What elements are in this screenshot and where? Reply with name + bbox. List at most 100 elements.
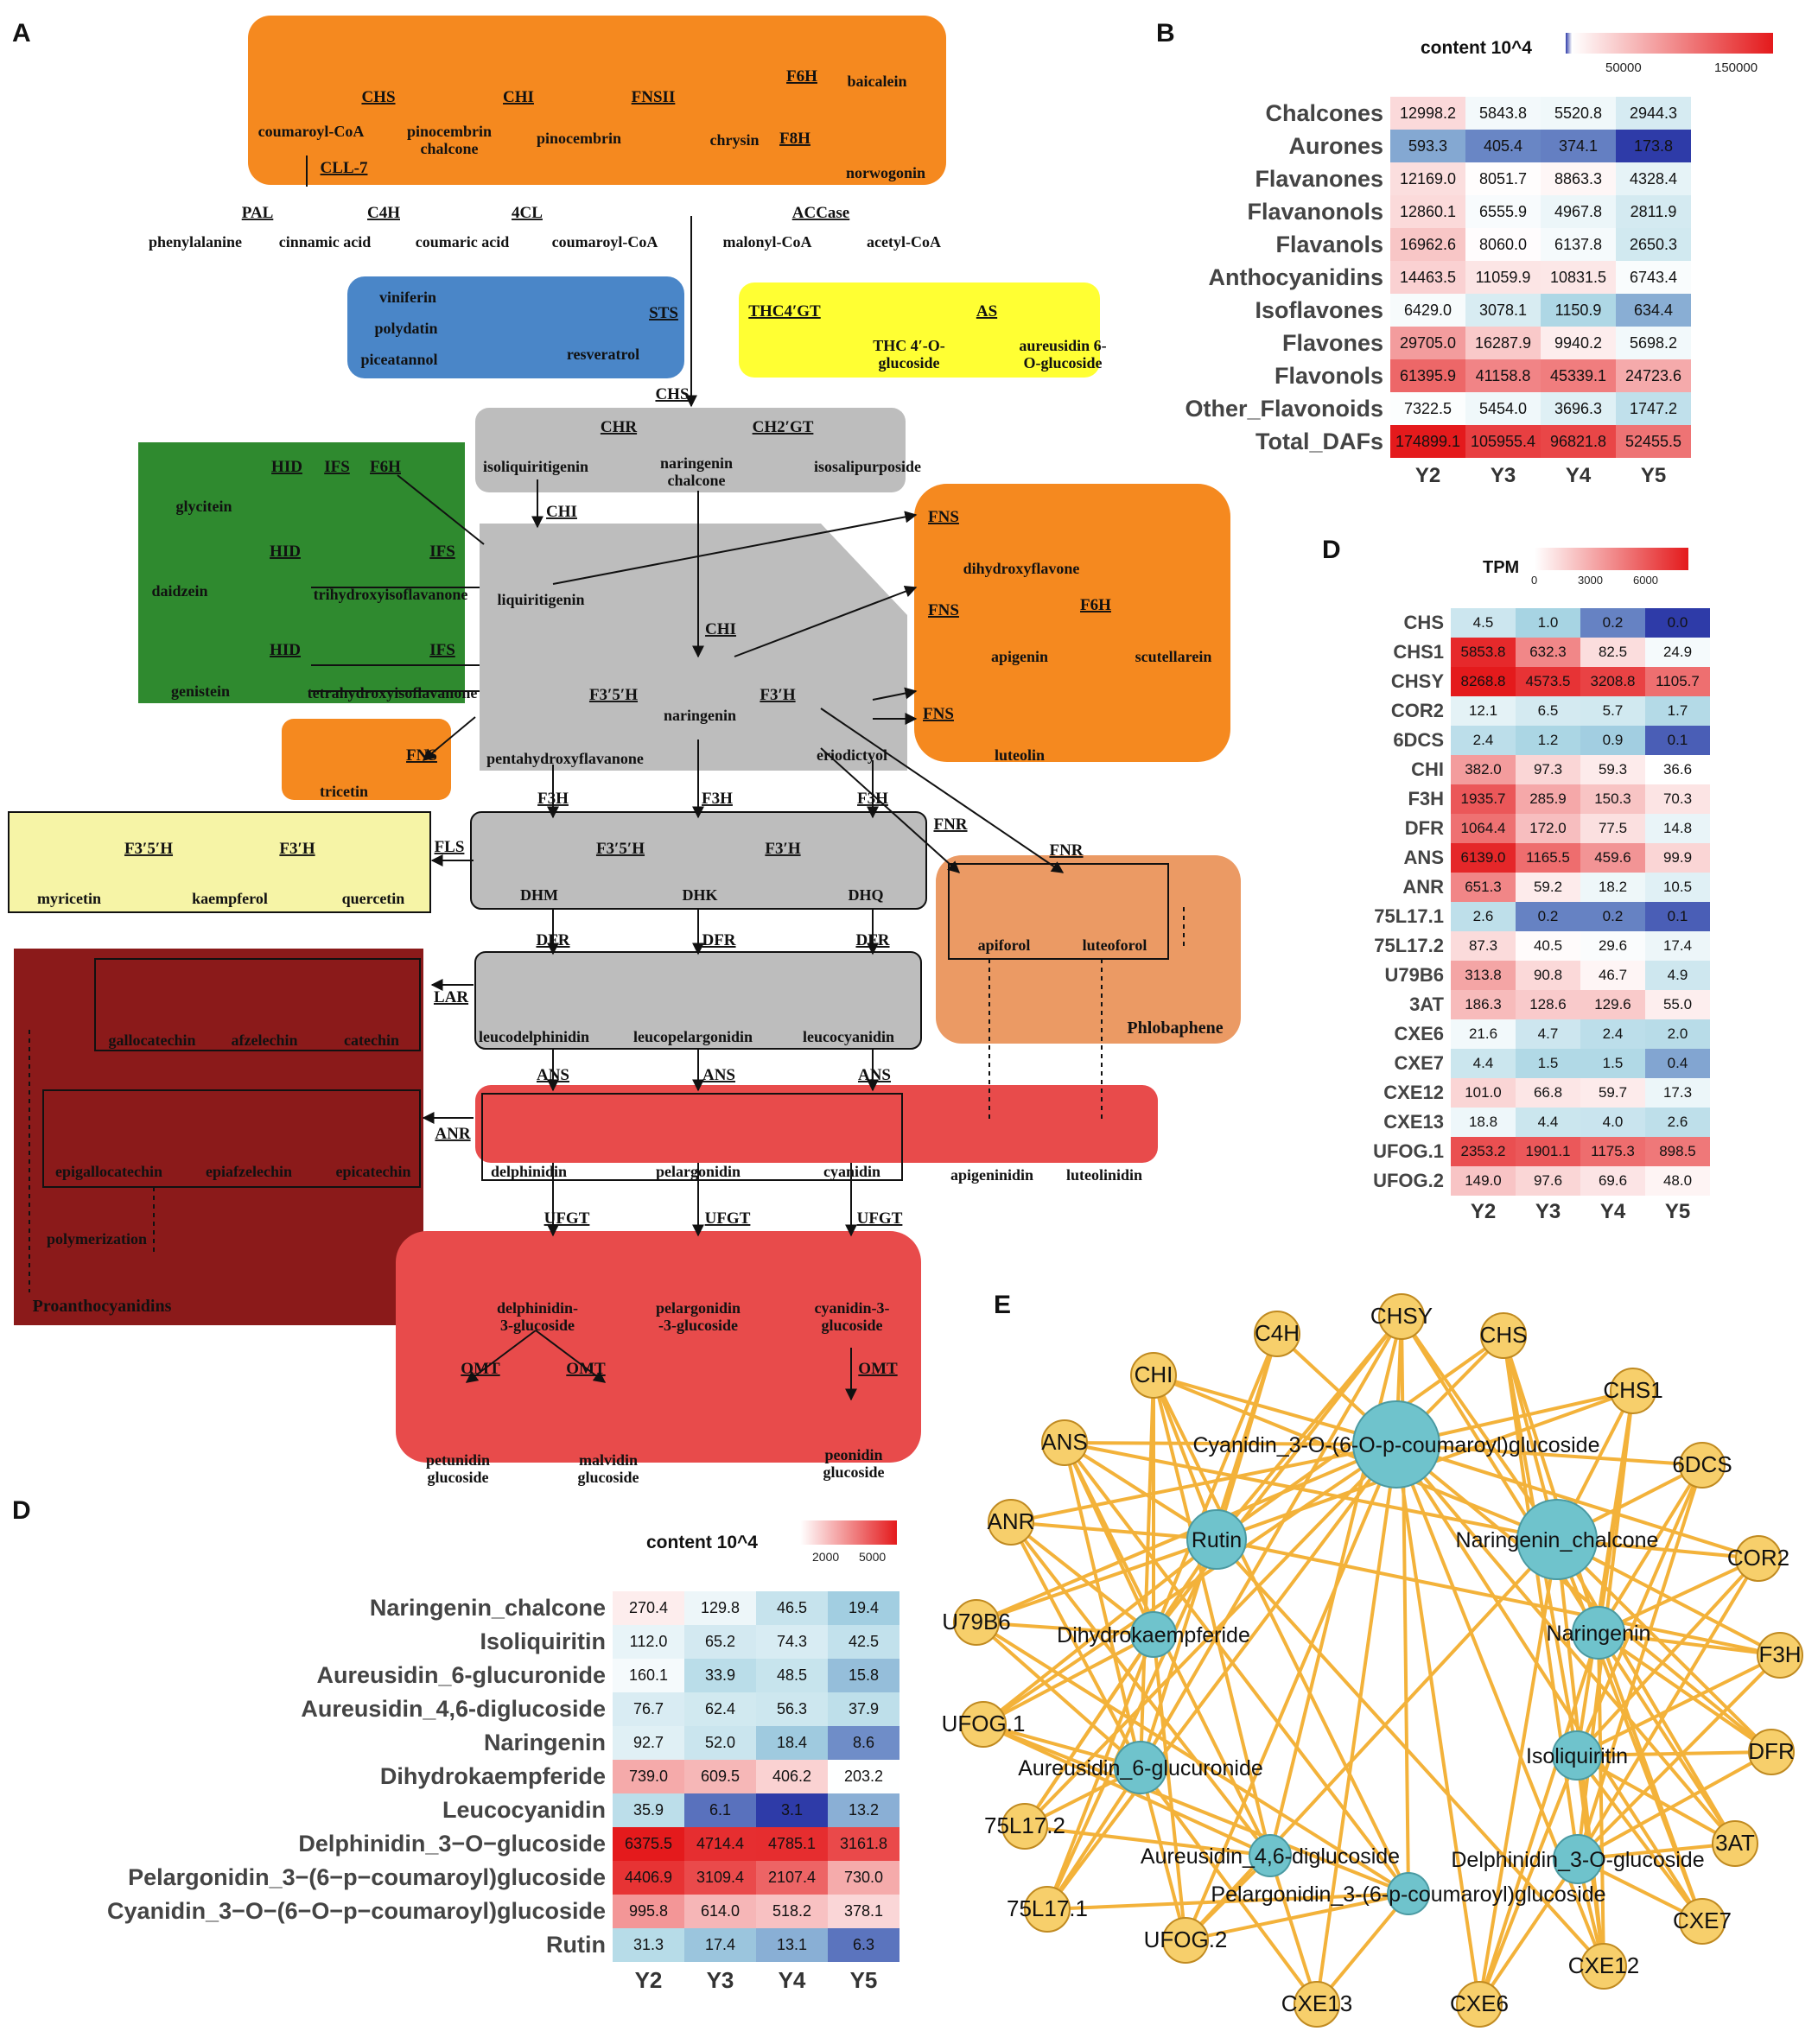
compound-leucocyanidin: leucocyanidin	[803, 1028, 894, 1045]
column-label: Y3	[706, 1967, 734, 1993]
heat-cell: 3.1	[756, 1793, 828, 1827]
column-label: Y3	[1490, 464, 1516, 487]
network-edge	[1400, 1315, 1600, 1635]
network-edge	[1063, 1442, 1142, 1768]
heat-cell: 270.4	[613, 1591, 684, 1625]
heat-cell: 56.3	[756, 1692, 828, 1726]
gene-node	[1580, 1943, 1627, 1990]
compound-epigallocatechin: epigallocatechin	[55, 1163, 162, 1180]
enzyme-ufgt1: UFGT	[544, 1209, 590, 1228]
network-edge	[1046, 1766, 1142, 1911]
heat-cell: 5454.0	[1465, 392, 1541, 425]
heat-cell: 2944.3	[1616, 97, 1691, 130]
heat-cell: 0.9	[1580, 726, 1645, 755]
heat-cell: 2353.2	[1451, 1137, 1516, 1166]
heat-cell: 74.3	[756, 1625, 828, 1659]
heat-cell: 77.5	[1580, 814, 1645, 843]
box-flavanone-grey	[480, 524, 907, 771]
heat-cell: 55.0	[1645, 990, 1710, 1019]
heat-cell: 4.4	[1516, 1108, 1580, 1137]
heat-cell: 609.5	[684, 1760, 756, 1793]
column-label: Y3	[1535, 1200, 1561, 1223]
compound-piceatannol: piceatannol	[360, 351, 437, 368]
heat-cell: 4.7	[1516, 1019, 1580, 1049]
network-edge	[1575, 1754, 1704, 1923]
network-edge	[1184, 1538, 1559, 1942]
enzyme-f35h-a: F3′5′H	[589, 686, 638, 704]
network-edge	[1064, 1441, 1558, 1541]
enzyme-ans2: ANS	[702, 1066, 735, 1084]
compound-baicalein: baicalein	[847, 73, 906, 90]
column-label: Y2	[634, 1967, 663, 1993]
box-flavan-salmon	[936, 855, 1241, 1044]
enzyme-chs-top: CHS	[361, 88, 395, 106]
heat-cell: 2.6	[1645, 1108, 1710, 1137]
row-label: Flavones	[1281, 329, 1383, 356]
heat-cell: 160.1	[613, 1659, 684, 1692]
enzyme-f6h-fl: F6H	[1080, 596, 1111, 614]
network-edge	[1216, 1538, 1781, 1657]
heat-cell: 29.6	[1580, 931, 1645, 961]
heat-cell: 97.3	[1516, 755, 1580, 784]
network-edge	[1268, 1855, 1319, 2005]
heat-cell: 6743.4	[1616, 261, 1691, 294]
network-edge	[1315, 1892, 1410, 2006]
metabolite-node	[1553, 1834, 1603, 1884]
heat-cell: 0.2	[1516, 902, 1580, 931]
heat-cell: 4328.4	[1616, 162, 1691, 195]
row-label: Aureusidin_4,6-diglucoside	[301, 1696, 606, 1722]
compound-myricetin: myricetin	[37, 890, 101, 907]
network-edge	[1395, 1443, 1773, 1754]
enzyme-fns2: FNS	[928, 601, 959, 619]
heat-cell: 313.8	[1451, 961, 1516, 990]
row-label: UFOG.2	[1373, 1170, 1444, 1191]
compound-pentahydroxy: pentahydroxyflavanone	[486, 750, 644, 767]
heat-cell: 405.4	[1465, 130, 1541, 162]
row-label: Flavanones	[1255, 165, 1383, 192]
network-edge	[1184, 1444, 1398, 1941]
network-edge	[1555, 1538, 1773, 1754]
metabolite-node	[1130, 1611, 1177, 1658]
box-proanth-maroon	[14, 949, 423, 1325]
heat-cell: 5853.8	[1451, 638, 1516, 667]
network-edge	[1597, 1631, 1737, 1845]
gene-node-label: 6DCS	[1672, 1451, 1732, 1477]
heat-cell: 518.2	[756, 1895, 828, 1928]
compound-scutellarein: scutellarein	[1135, 648, 1212, 665]
heat-cell: 149.0	[1451, 1166, 1516, 1196]
heat-cell: 6429.0	[1390, 294, 1465, 327]
compound-epicatechin: epicatechin	[336, 1163, 411, 1180]
heat-cell: 2650.3	[1616, 228, 1691, 261]
row-label: Chalcones	[1265, 99, 1383, 126]
enzyme-ans3: ANS	[858, 1066, 891, 1084]
row-label: ANS	[1403, 847, 1444, 868]
heat-cell: 52.0	[684, 1726, 756, 1760]
legend-tpm-bar	[1535, 548, 1688, 570]
network-edge	[1152, 1634, 1187, 1941]
gene-node-label: 75L17.2	[984, 1812, 1065, 1838]
network-edge	[975, 1621, 1410, 1895]
heat-cell: 3696.3	[1541, 392, 1616, 425]
legend-metab-tick-1: 2000	[812, 1550, 840, 1564]
compound-dihydroxyflavone: dihydroxyflavone	[963, 560, 1080, 577]
compound-phlobaphene: Phlobaphene	[1127, 1019, 1223, 1038]
enzyme-hid3: HID	[270, 641, 301, 659]
network-edge	[1478, 1857, 1580, 2006]
heat-cell: 1165.5	[1516, 843, 1580, 873]
compound-naringenin: naringenin	[664, 707, 736, 724]
heat-cell: 33.9	[684, 1659, 756, 1692]
